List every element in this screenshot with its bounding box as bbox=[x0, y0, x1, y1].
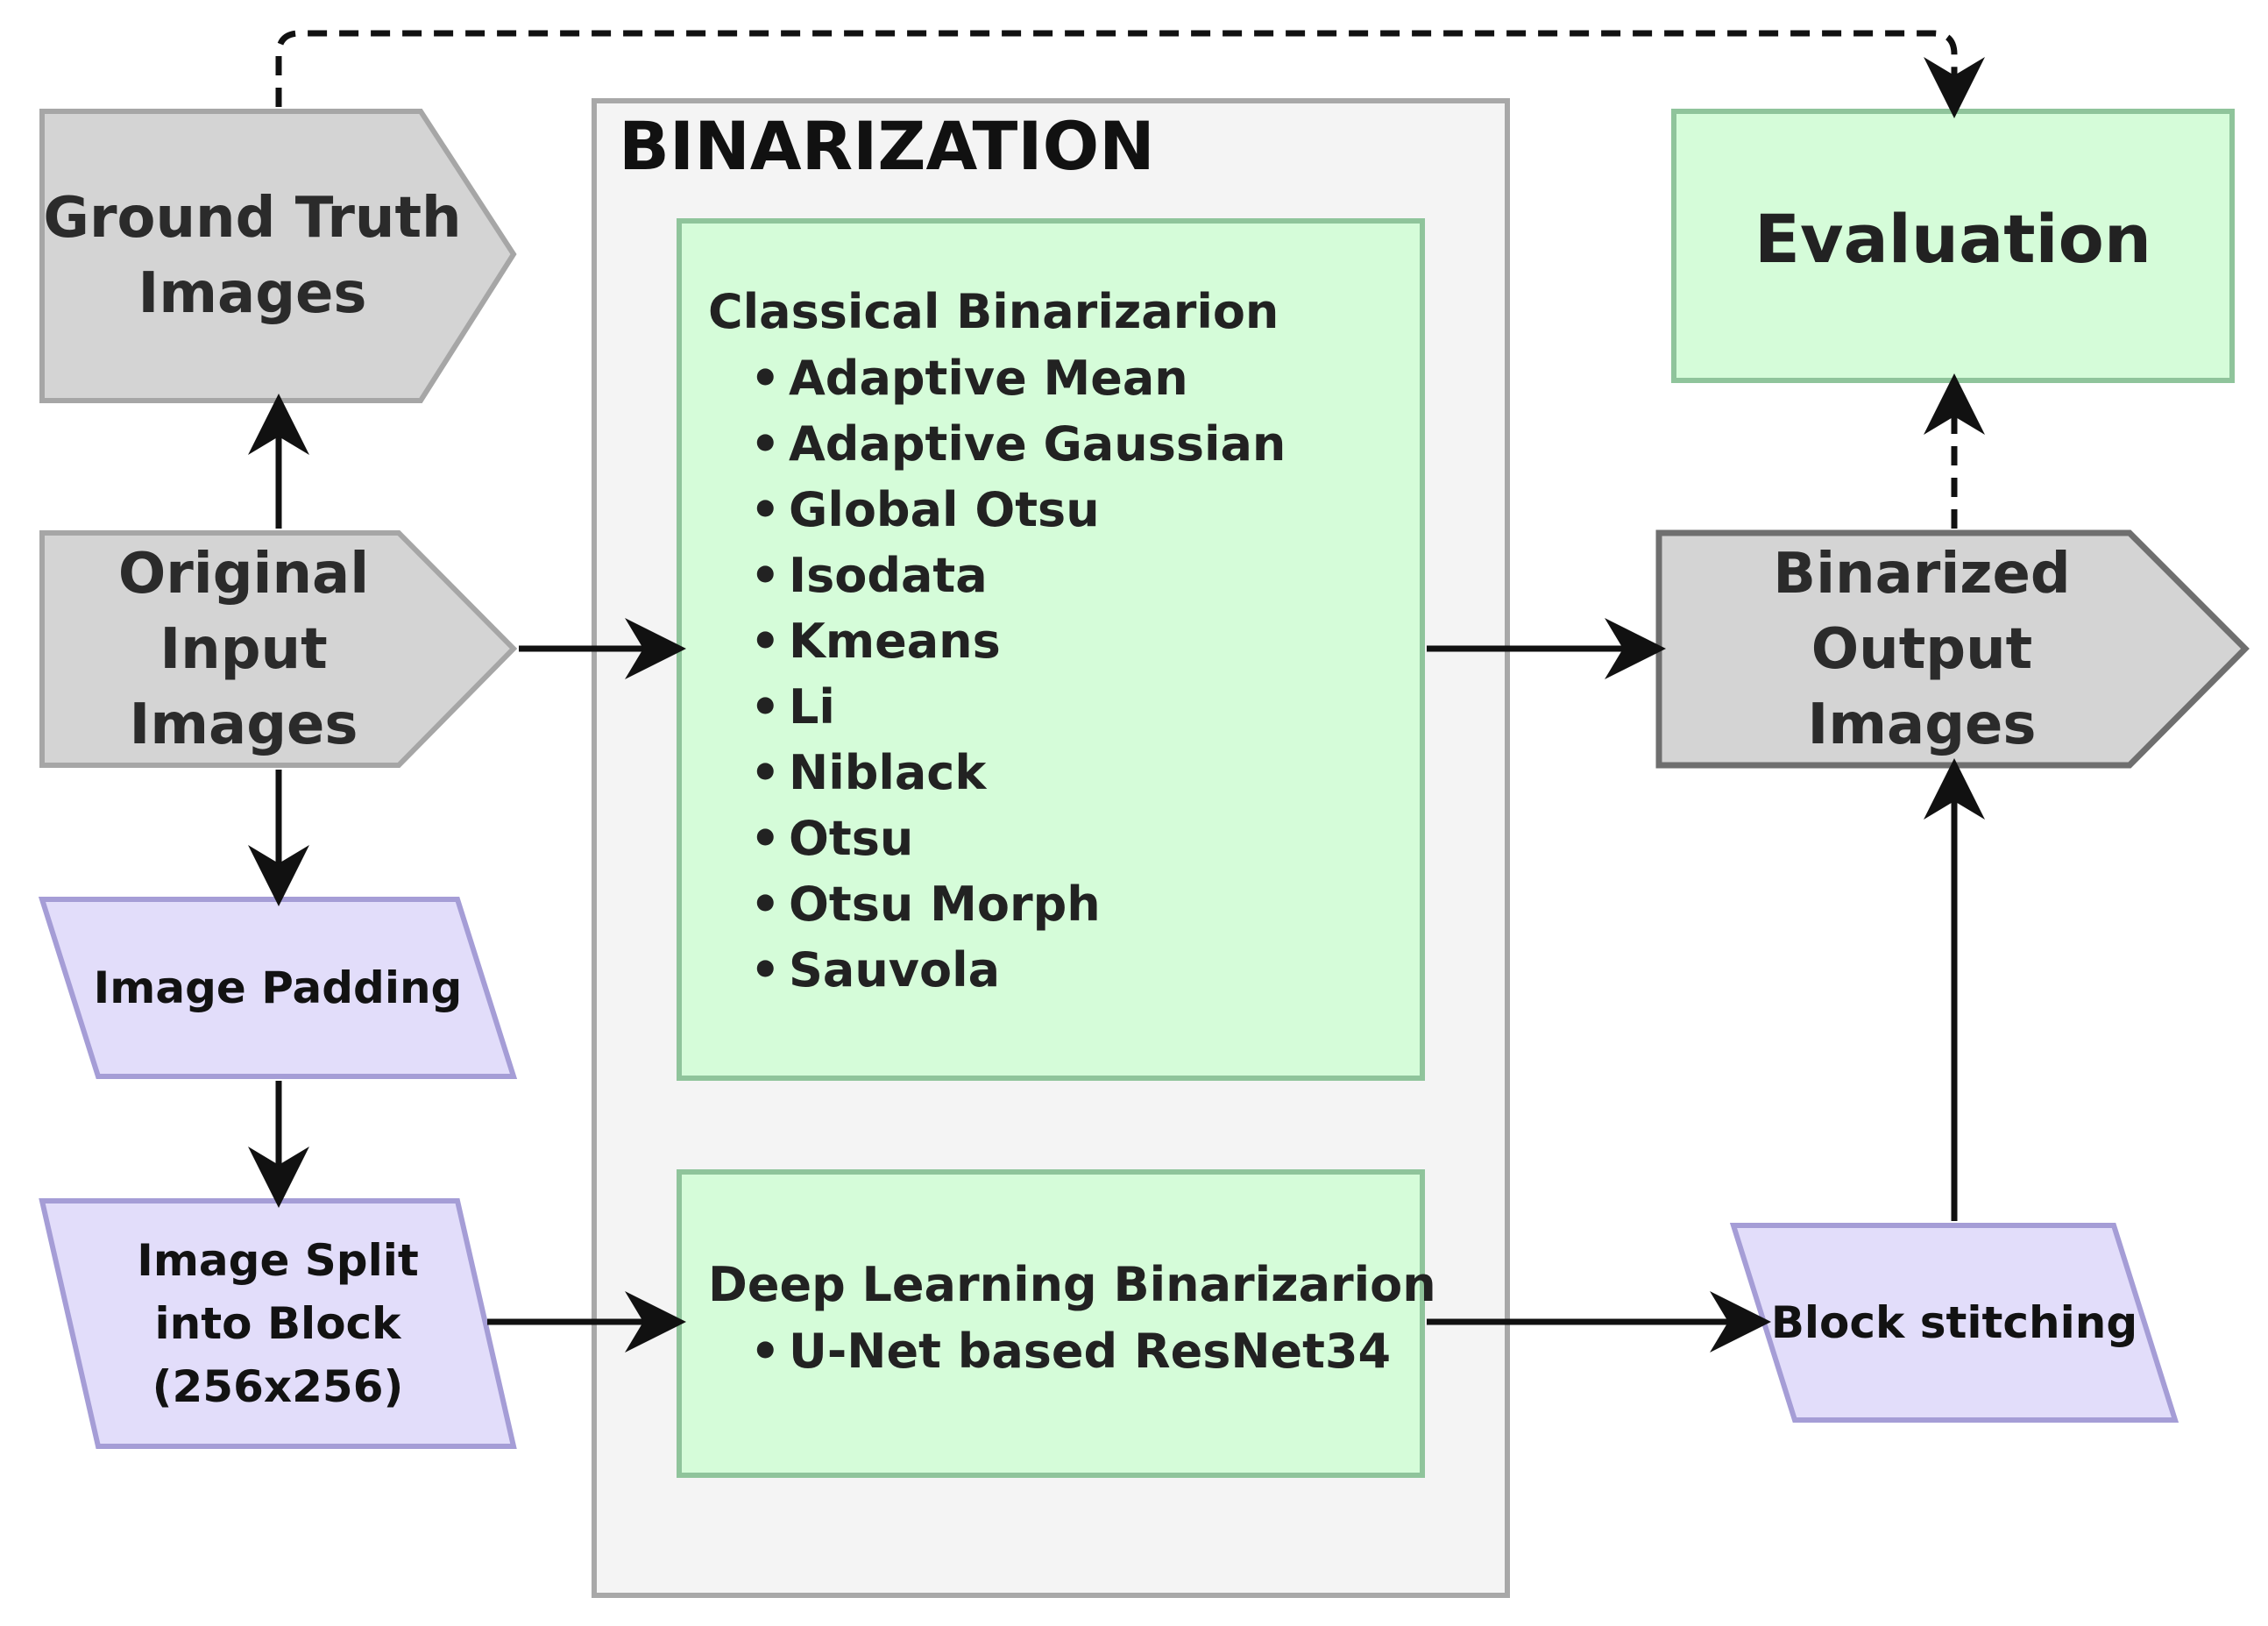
binarized-output-shape bbox=[1655, 529, 2250, 769]
image-split-shape bbox=[39, 1198, 517, 1449]
bullet-icon: • bbox=[750, 614, 781, 669]
classical-list: •Adaptive Mean •Adaptive Gaussian •Globa… bbox=[708, 345, 1286, 1003]
bullet-icon: • bbox=[750, 416, 781, 472]
bullet-icon: • bbox=[750, 1324, 781, 1379]
dashed-arrow-ground-truth-to-evaluation bbox=[275, 30, 1985, 118]
classical-box bbox=[677, 218, 1425, 1081]
block-stitching-label: Block stitching bbox=[1753, 1225, 2156, 1420]
original-input-line1: Original bbox=[117, 541, 370, 607]
ground-truth-shape bbox=[39, 109, 517, 403]
image-split-line1: Image Split bbox=[137, 1235, 419, 1286]
classical-item: •Kmeans bbox=[708, 608, 1286, 674]
classical-item: •Niblack bbox=[708, 740, 1286, 806]
image-padding-shape bbox=[38, 897, 518, 1079]
classical-item: •Li bbox=[708, 674, 1286, 740]
image-split-label: Image Split into Block (256x256) bbox=[70, 1201, 485, 1446]
classical-title: Classical Binarizarion bbox=[708, 284, 1279, 339]
binarization-title: BINARIZATION bbox=[619, 107, 1155, 185]
binarized-output-line2: Images bbox=[1807, 692, 2037, 757]
deep-learning-box bbox=[677, 1169, 1425, 1478]
classical-method-block: Classical Binarizarion •Adaptive Mean •A… bbox=[708, 279, 1286, 1003]
binarized-output-label: Binarized Output Images bbox=[1659, 533, 2185, 765]
block-stitching-shape bbox=[1729, 1223, 2179, 1423]
binarized-output-line1: Binarized Output bbox=[1773, 541, 2071, 682]
classical-item: •Adaptive Mean bbox=[708, 345, 1286, 411]
evaluation-box bbox=[1671, 109, 2235, 383]
image-split-line2: into Block bbox=[154, 1298, 401, 1349]
classical-item: •Otsu Morph bbox=[708, 871, 1286, 937]
classical-item: •Otsu bbox=[708, 806, 1286, 871]
bullet-icon: • bbox=[750, 548, 781, 603]
ground-truth-line2: Images bbox=[138, 261, 367, 326]
image-padding-label: Image Padding bbox=[70, 899, 485, 1076]
bullet-icon: • bbox=[750, 745, 781, 800]
original-input-shape bbox=[39, 530, 518, 768]
bullet-icon: • bbox=[750, 351, 781, 406]
original-input-label: Original Input Images bbox=[42, 533, 445, 765]
deep-learning-list: •U-Net based ResNet34 bbox=[708, 1318, 1436, 1384]
image-split-line3: (256x256) bbox=[152, 1361, 404, 1412]
deep-learning-title: Deep Learning Binarizarion bbox=[708, 1257, 1436, 1312]
deep-learning-item: •U-Net based ResNet34 bbox=[708, 1318, 1436, 1384]
bullet-icon: • bbox=[750, 942, 781, 998]
classical-item: •Sauvola bbox=[708, 937, 1286, 1003]
original-input-line2: Input Images bbox=[129, 616, 358, 757]
bullet-icon: • bbox=[750, 679, 781, 735]
classical-item: •Global Otsu bbox=[708, 477, 1286, 543]
evaluation-text: Evaluation bbox=[1754, 199, 2151, 278]
image-padding-text: Image Padding bbox=[93, 962, 463, 1013]
classical-item: •Adaptive Gaussian bbox=[708, 411, 1286, 477]
evaluation-label: Evaluation bbox=[1674, 111, 2232, 366]
ground-truth-line1: Ground Truth bbox=[43, 186, 462, 251]
bullet-icon: • bbox=[750, 482, 781, 537]
deep-learning-method-block: Deep Learning Binarizarion •U-Net based … bbox=[708, 1252, 1436, 1384]
classical-item: •Isodata bbox=[708, 543, 1286, 608]
bullet-icon: • bbox=[750, 877, 781, 932]
bullet-icon: • bbox=[750, 811, 781, 866]
block-stitching-text: Block stitching bbox=[1770, 1297, 2138, 1348]
ground-truth-label: Ground Truth Images bbox=[42, 111, 463, 401]
